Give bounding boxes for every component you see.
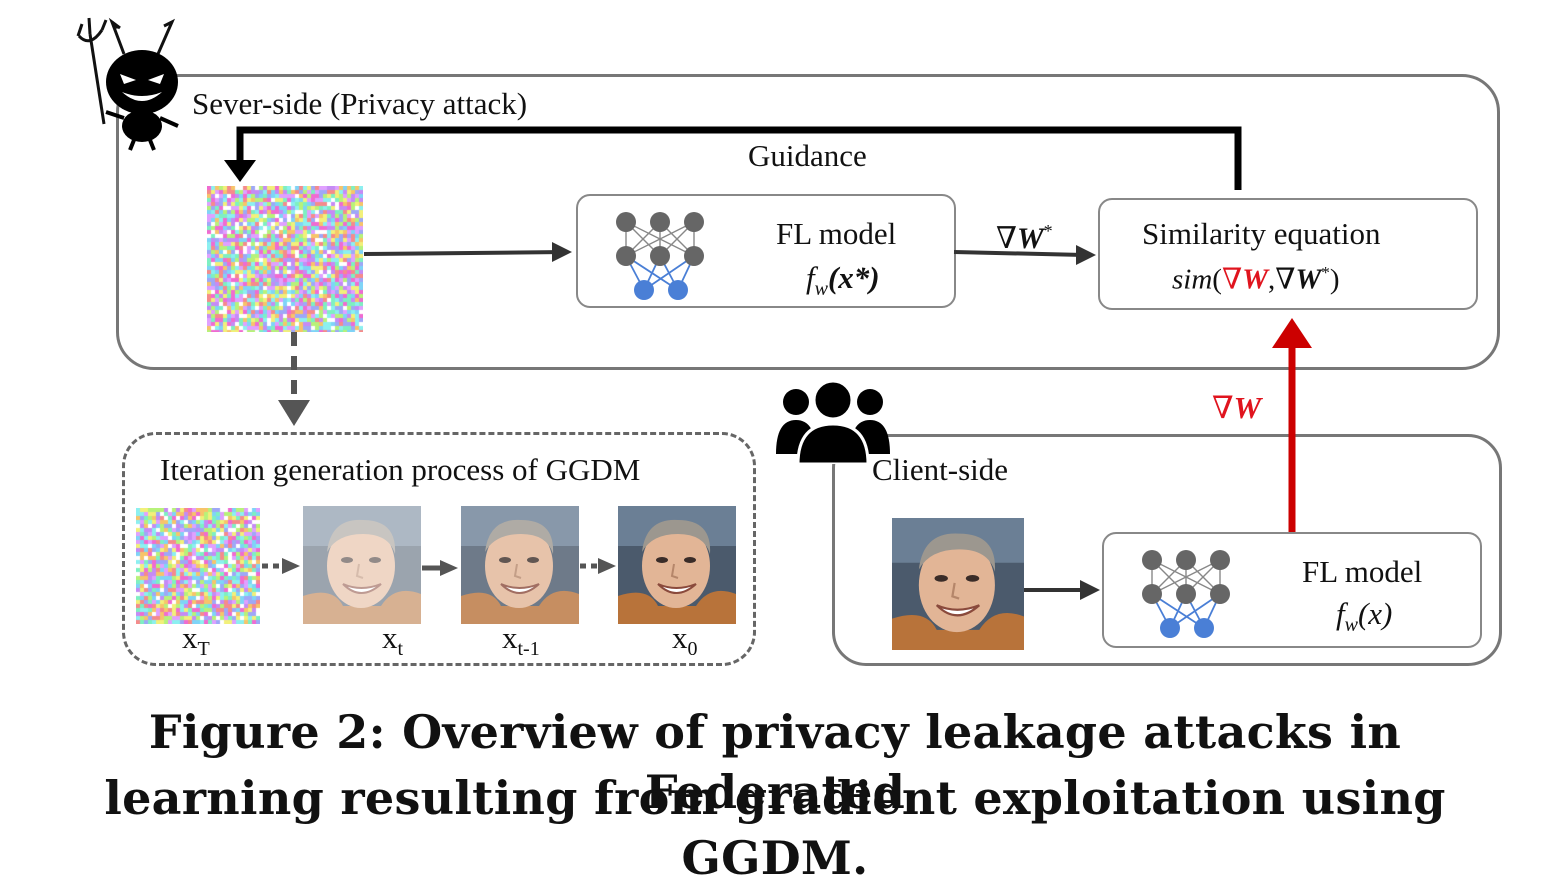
w-red: W <box>1242 263 1269 296</box>
paren-open: ( <box>1212 263 1222 296</box>
noisy-image-candidate <box>207 186 363 332</box>
users-icon <box>776 380 890 464</box>
step-x: x <box>382 620 398 655</box>
arrow-noise-to-model-head <box>552 242 572 262</box>
figure-caption-line2: learning resulting from gradient exploit… <box>104 771 1446 885</box>
step-label-xt-1: xt-1 <box>502 622 540 659</box>
connector-layer <box>224 126 1312 600</box>
devil-icon <box>76 17 179 151</box>
w-black: W <box>1295 263 1322 296</box>
arrow-noise-to-model <box>363 247 568 258</box>
nabla-red: ∇ <box>1212 390 1234 425</box>
sim-fn: sim <box>1172 263 1213 296</box>
client-gradient-label: ∇W <box>1212 392 1261 423</box>
neural-network-icon <box>1142 550 1230 638</box>
func-f: f <box>1336 596 1345 631</box>
step-x: x <box>182 620 198 655</box>
guidance-arrowhead <box>224 160 256 182</box>
client-fl-model-title: FL model <box>1302 554 1423 589</box>
func-f: f <box>806 260 815 295</box>
step-label-xT: xT <box>182 622 210 659</box>
step-label-xt: xt <box>382 622 403 659</box>
step-sub: t <box>397 638 404 661</box>
step-x: x <box>672 620 688 655</box>
nabla-symbol: ∇ <box>996 222 1017 255</box>
star-symbol: * <box>1043 221 1053 241</box>
step-sub: T <box>197 638 210 661</box>
dashed-arrow-xt1-x0-head <box>598 558 616 574</box>
similarity-formula: sim(∇W,∇W*) <box>1172 264 1339 295</box>
similarity-equation-title: Similarity equation <box>1142 216 1381 251</box>
ggdm-title: Iteration generation process of GGDM <box>160 452 641 487</box>
red-gradient-arrowhead <box>1272 318 1312 348</box>
guidance-label: Guidance <box>748 138 867 173</box>
func-sub: w <box>1344 614 1358 637</box>
arrow-xt-xt1-head <box>440 560 458 576</box>
server-side-title: Sever-side (Privacy attack) <box>192 86 528 121</box>
figure-caption-line1: Figure 2: Overview of privacy leakage at… <box>148 705 1402 819</box>
func-arg: (x) <box>1357 596 1393 631</box>
func-arg: (x*) <box>827 260 880 295</box>
gradient-star-label: ∇W* <box>996 222 1053 254</box>
nabla-red: ∇ <box>1221 263 1243 296</box>
w-symbol: W <box>1016 222 1044 255</box>
client-fl-model-function: fw(x) <box>1336 598 1392 635</box>
arrow-model-to-similarity-head <box>1076 245 1096 265</box>
server-fl-model-title: FL model <box>776 216 897 251</box>
w-red: W <box>1233 390 1262 425</box>
func-sub: w <box>814 278 828 301</box>
similarity-equation-box <box>1098 198 1478 310</box>
dashed-arrow-xT-xt-head <box>282 558 300 574</box>
neural-network-icon <box>616 212 704 300</box>
step-sub: 0 <box>687 638 698 661</box>
comma: , <box>1268 263 1276 296</box>
guidance-arrow <box>236 126 1242 190</box>
paren-close: ) <box>1329 263 1340 296</box>
dashed-arrow-to-ggdm-head <box>278 400 310 426</box>
step-sub: t-1 <box>517 638 540 661</box>
star-black: * <box>1321 263 1330 282</box>
step-label-x0: x0 <box>672 622 698 659</box>
client-side-title: Client-side <box>872 452 1009 487</box>
arrow-model-to-similarity <box>953 250 1085 257</box>
noise-image-xT <box>136 508 260 624</box>
nabla-black: ∇ <box>1275 263 1296 296</box>
arrow-client-face-to-model-head <box>1080 580 1100 600</box>
step-x: x <box>502 620 518 655</box>
server-fl-model-function: fw(x*) <box>806 262 880 299</box>
